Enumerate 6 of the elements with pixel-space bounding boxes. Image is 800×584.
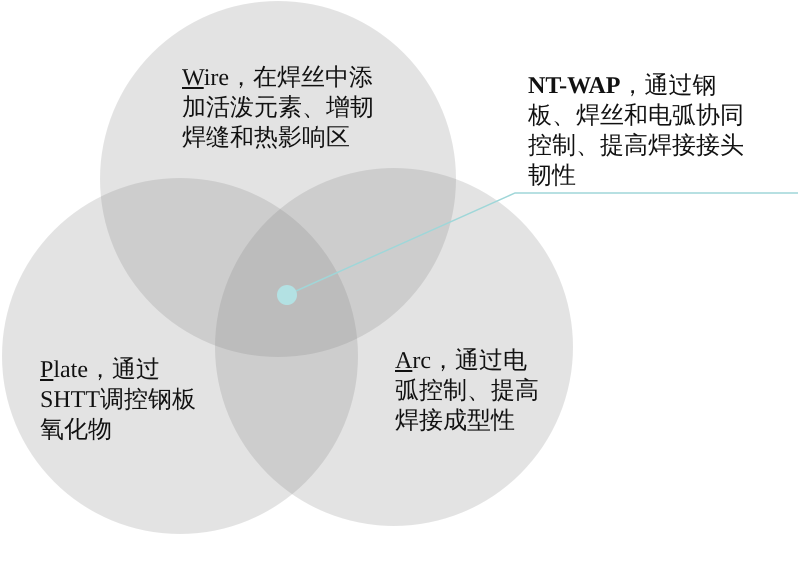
set-description: Wire，在焊丝中添加活泼元素、增韧焊缝和热影响区 [182, 64, 375, 153]
callout-text: NT-WAP，通过钢板、焊丝和电弧协同控制、提高焊接接头韧性 [528, 71, 754, 191]
set-description: Arc，通过电弧控制、提高焊接成型性 [395, 347, 540, 436]
set-description: Plate，通过SHTT调控钢板氧化物 [40, 356, 197, 445]
center-dot [277, 285, 297, 305]
leader-line [295, 192, 799, 292]
